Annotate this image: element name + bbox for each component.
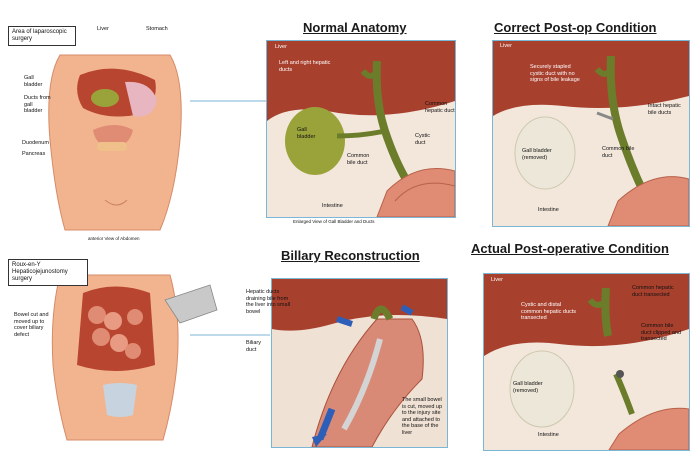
normal-label-liver: Liver <box>275 44 287 50</box>
heading-correct-postop: Correct Post-op Condition <box>494 20 657 35</box>
correct-label-liver: Liver <box>500 43 512 49</box>
torso-top-illustration <box>5 20 205 245</box>
label-duodenum: Duodenum <box>22 140 49 146</box>
normal-label-common-bile: Common bile duct <box>347 153 370 166</box>
actual-label-common-bile: Common bile duct clipped and transected <box>641 323 682 342</box>
actual-label-cystic-note: Cystic and distal common hepatic ducts t… <box>521 302 577 321</box>
torso-bottom-illustration <box>5 255 220 445</box>
label-stomach: Stomach <box>146 26 168 32</box>
normal-label-gall-bladder: Gall bladder <box>297 127 316 140</box>
heading-actual-postop: Actual Post-operative Condition <box>471 241 669 256</box>
normal-label-cystic-duct: Cystic duct <box>415 133 430 146</box>
label-box-laparoscopic: Area of laparoscopic surgery <box>8 26 76 46</box>
correct-label-cystic-note: Securely stapled cystic duct with no sig… <box>530 64 580 83</box>
label-ducts-top: Ducts from gall bladder <box>24 95 51 114</box>
panel-actual-postop <box>483 273 690 451</box>
correct-label-common-bile: Common bile duct <box>602 146 635 159</box>
label-pancreas: Pancreas <box>22 151 46 157</box>
panel-normal-anatomy <box>266 40 456 218</box>
recon-label-biliary-duct: Biliary duct <box>246 340 261 353</box>
label-box-roux-en-y: Roux-en-Y Hepaticojejunostomy surgery <box>8 259 88 286</box>
panel-biliary-reconstruction <box>271 278 448 448</box>
label-bowel-cut: Bowel cut and moved up to cover biliary … <box>14 312 49 338</box>
actual-label-gall-bladder: Gall bladder (removed) <box>513 381 543 394</box>
heading-normal-anatomy: Normal Anatomy <box>303 20 407 35</box>
normal-label-common-hepatic: Common hepatic duct <box>425 101 455 114</box>
actual-label-liver: Liver <box>491 277 503 283</box>
correct-label-intact-ducts: Intact hepatic bile ducts <box>648 103 681 116</box>
correct-label-gall-bladder: Gall bladder (removed) <box>522 148 552 161</box>
correct-label-intestine: Intestine <box>538 207 559 213</box>
actual-label-intestine: Intestine <box>538 432 559 438</box>
label-liver-top: Liver <box>97 26 109 32</box>
panel-correct-postop <box>492 40 690 227</box>
normal-caption: Enlarged View of Gall Bladder and Ducts <box>293 219 375 224</box>
heading-biliary-reconstruction: Billary Reconstruction <box>281 248 420 263</box>
normal-label-intestine: Intestine <box>322 203 343 209</box>
label-gallbladder-top: Gall bladder <box>24 75 43 88</box>
actual-label-common-hepatic: Common hepatic duct transected <box>632 285 674 298</box>
caption-anterior-view: anterior View of Abdomen <box>88 236 140 241</box>
recon-label-hepatic-ducts: Hepatic ducts draining bile from the liv… <box>246 289 291 315</box>
recon-label-small-bowel: The small bowel is cut, moved up to the … <box>402 397 443 436</box>
normal-label-hepatic-ducts: Left and right hepatic ducts <box>279 60 331 73</box>
